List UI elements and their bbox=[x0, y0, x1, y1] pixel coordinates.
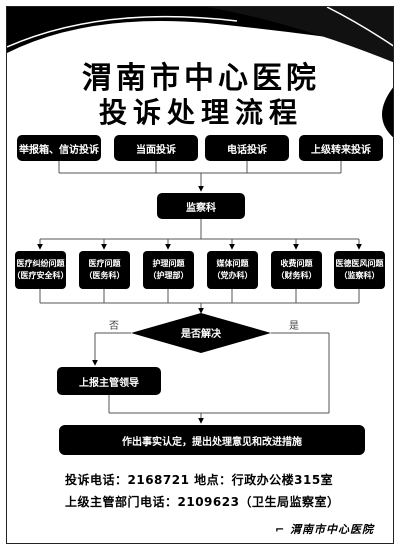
source-label: 电话投诉 bbox=[227, 144, 267, 156]
title-line-2: 投诉处理流程 bbox=[98, 96, 303, 129]
escalate-box: 上报主管领导 bbox=[57, 367, 161, 395]
flow-connectors bbox=[37, 161, 362, 424]
signature: ⌐ 渭南市中心医院 bbox=[275, 521, 374, 537]
decision-no-label: 否 bbox=[109, 321, 119, 332]
dept-office: （医疗安全科） bbox=[12, 271, 69, 280]
contact-line-1: 投诉电话：2168721 地点：行政办公楼315室 bbox=[65, 473, 334, 487]
source-in-person: 当面投诉 bbox=[114, 135, 198, 161]
dept-label: 医疗纠纷问题 bbox=[16, 259, 65, 268]
dept-label: 医疗问题 bbox=[88, 259, 121, 268]
center-label: 监察科 bbox=[186, 202, 216, 214]
title-line-1: 渭南市中心医院 bbox=[82, 61, 320, 96]
dept-office: （护理部） bbox=[148, 271, 189, 280]
source-label: 当面投诉 bbox=[136, 144, 176, 156]
signature-text: 渭南市中心医院 bbox=[290, 523, 375, 536]
dept-office: （监察科） bbox=[339, 271, 380, 280]
contact-line-2: 上级主管部门电话：2109623（卫生局监察室） bbox=[65, 495, 340, 509]
dept-label: 护理问题 bbox=[152, 259, 185, 268]
dept-label: 收费问题 bbox=[280, 259, 313, 268]
dept-medical: 医疗问题 （医务科） bbox=[79, 251, 130, 289]
dept-label: 医德医风问题 bbox=[335, 259, 384, 268]
header-decoration bbox=[7, 7, 393, 138]
source-label: 举报箱、信访投诉 bbox=[19, 144, 99, 156]
escalate-label: 上报主管领导 bbox=[79, 377, 139, 389]
dept-billing: 收费问题 （财务科） bbox=[271, 251, 322, 289]
final-action-box: 作出事实认定，提出处理意见和改进措施 bbox=[59, 425, 365, 455]
dept-ethics: 医德医风问题 （监察科） bbox=[334, 251, 385, 289]
final-label: 作出事实认定，提出处理意见和改进措施 bbox=[122, 436, 302, 448]
source-phone: 电话投诉 bbox=[205, 135, 289, 161]
source-superior: 上级转来投诉 bbox=[299, 135, 383, 161]
dept-medical-dispute: 医疗纠纷问题 （医疗安全科） bbox=[12, 251, 69, 289]
decision-label: 是否解决 bbox=[181, 329, 221, 340]
dept-label: 媒体问题 bbox=[216, 259, 249, 268]
dept-media: 媒体问题 （党办科） bbox=[207, 251, 258, 289]
supervision-dept-box: 监察科 bbox=[157, 193, 245, 219]
dept-nursing: 护理问题 （护理部） bbox=[143, 251, 194, 289]
dept-office: （财务科） bbox=[276, 271, 317, 280]
poster: 渭南市中心医院 投诉处理流程 bbox=[6, 6, 394, 544]
source-report-box: 举报箱、信访投诉 bbox=[17, 135, 101, 161]
signature-mark: ⌐ bbox=[275, 523, 286, 536]
source-label: 上级转来投诉 bbox=[311, 144, 371, 156]
decision-yes-label: 是 bbox=[289, 321, 299, 332]
dept-office: （党办科） bbox=[212, 271, 253, 280]
dept-office: （医务科） bbox=[84, 271, 125, 280]
